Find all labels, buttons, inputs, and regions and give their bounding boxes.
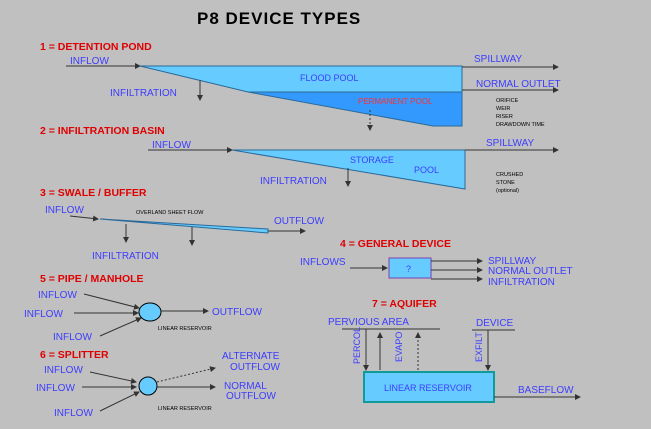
aquifer-reservoir-label: LINEAR RESERVOIR <box>384 383 472 393</box>
general-spillway-label: SPILLWAY <box>488 256 536 267</box>
pipe-inflow-1-label: INFLOW <box>38 290 77 301</box>
basin-storage-label: STORAGE <box>350 155 394 165</box>
pipe-inflow-3-label: INFLOW <box>53 332 92 343</box>
splitter-inflow-2-label: INFLOW <box>36 383 75 394</box>
splitter-inflow-1-label: INFLOW <box>44 365 83 376</box>
detention-inflow-label: INFLOW <box>70 56 109 67</box>
general-infiltration-label: INFILTRATION <box>488 277 555 288</box>
pervious-area-label: PERVIOUS AREA <box>328 317 409 328</box>
basin-infiltration-label: INFILTRATION <box>260 176 327 187</box>
detention-outlet-label: NORMAL OUTLET <box>476 79 561 90</box>
exfilt-label: EXFILT <box>474 332 484 362</box>
detention-infiltration-label: INFILTRATION <box>110 88 177 99</box>
outlet-type-weir: WEIR <box>496 106 510 112</box>
pipe-outflow-label: OUTFLOW <box>212 307 263 318</box>
outlet-type-riser: RISER <box>496 114 513 120</box>
stone-note-3: (optional) <box>496 188 519 194</box>
general-outlet-label: NORMAL OUTLET <box>488 266 573 277</box>
splitter-inflow-1-arrow <box>89 371 137 384</box>
basin-inflow-label: INFLOW <box>152 140 191 151</box>
splitter-alternate-label-1: ALTERNATE <box>222 351 280 362</box>
splitter-alternate-label-2: OUTFLOW <box>230 362 281 373</box>
baseflow-label: BASEFLOW <box>518 385 574 396</box>
basin-pool-label: POOL <box>414 165 439 175</box>
outlet-type-drawdown: DRAWDOWN TIME <box>496 122 545 128</box>
swale-inflow-arrow <box>69 215 99 222</box>
pipe-inflow-1-arrow <box>83 293 140 310</box>
pipe-inflow-3-arrow <box>99 317 142 337</box>
splitter-heading: 6 = SPLITTER <box>40 349 109 361</box>
detention-spillway-label: SPILLWAY <box>474 54 522 65</box>
detention-permanent-pool <box>247 91 463 127</box>
aquifer-reservoir-box <box>363 371 495 403</box>
permanent-pool-label: PERMANENT POOL <box>358 97 433 106</box>
aquifer-heading: 7 = AQUIFER <box>372 298 437 310</box>
pipe-heading: 5 = PIPE / MANHOLE <box>40 273 144 285</box>
splitter-alternate-arrow <box>156 366 216 383</box>
stone-note-1: CRUSHED <box>496 172 523 178</box>
swale-strip <box>99 218 269 234</box>
page-title: P8 DEVICE TYPES <box>197 9 361 28</box>
general-inflows-label: INFLOWS <box>300 257 346 268</box>
swale-inflow-label: INFLOW <box>45 205 84 216</box>
swale-infiltration-label: INFILTRATION <box>92 251 159 262</box>
splitter-normal-label-2: OUTFLOW <box>226 391 277 402</box>
basin-spillway-label: SPILLWAY <box>486 138 534 149</box>
flood-pool-label: FLOOD POOL <box>300 73 359 83</box>
detention-heading: 1 = DETENTION POND <box>40 41 152 53</box>
splitter-inflow-3-label: INFLOW <box>54 408 93 419</box>
general-box-label: ? <box>406 264 411 274</box>
swale-heading: 3 = SWALE / BUFFER <box>40 187 147 199</box>
basin-heading: 2 = INFILTRATION BASIN <box>40 125 165 137</box>
splitter-inflow-3-arrow <box>99 391 140 412</box>
evapo-label: EVAPO <box>394 332 404 362</box>
general-heading: 4 = GENERAL DEVICE <box>340 238 451 250</box>
pipe-caption: LINEAR RESERVOIR <box>158 326 212 332</box>
outlet-type-orifice: ORIFICE <box>496 98 519 104</box>
splitter-normal-label-1: NORMAL <box>224 381 267 392</box>
splitter-caption: LINEAR RESERVOIR <box>158 406 212 412</box>
pipe-inflow-2-label: INFLOW <box>24 309 63 320</box>
swale-sheet-flow-label: OVERLAND SHEET FLOW <box>136 210 204 216</box>
general-device-box <box>388 257 432 279</box>
splitter-reservoir-node <box>138 376 158 396</box>
pipe-reservoir-node <box>138 302 162 322</box>
aquifer-device-label: DEVICE <box>476 318 514 329</box>
stone-note-2: STONE <box>496 180 515 186</box>
percol-label: PERCOL <box>352 327 362 364</box>
swale-outflow-label: OUTFLOW <box>274 216 325 227</box>
